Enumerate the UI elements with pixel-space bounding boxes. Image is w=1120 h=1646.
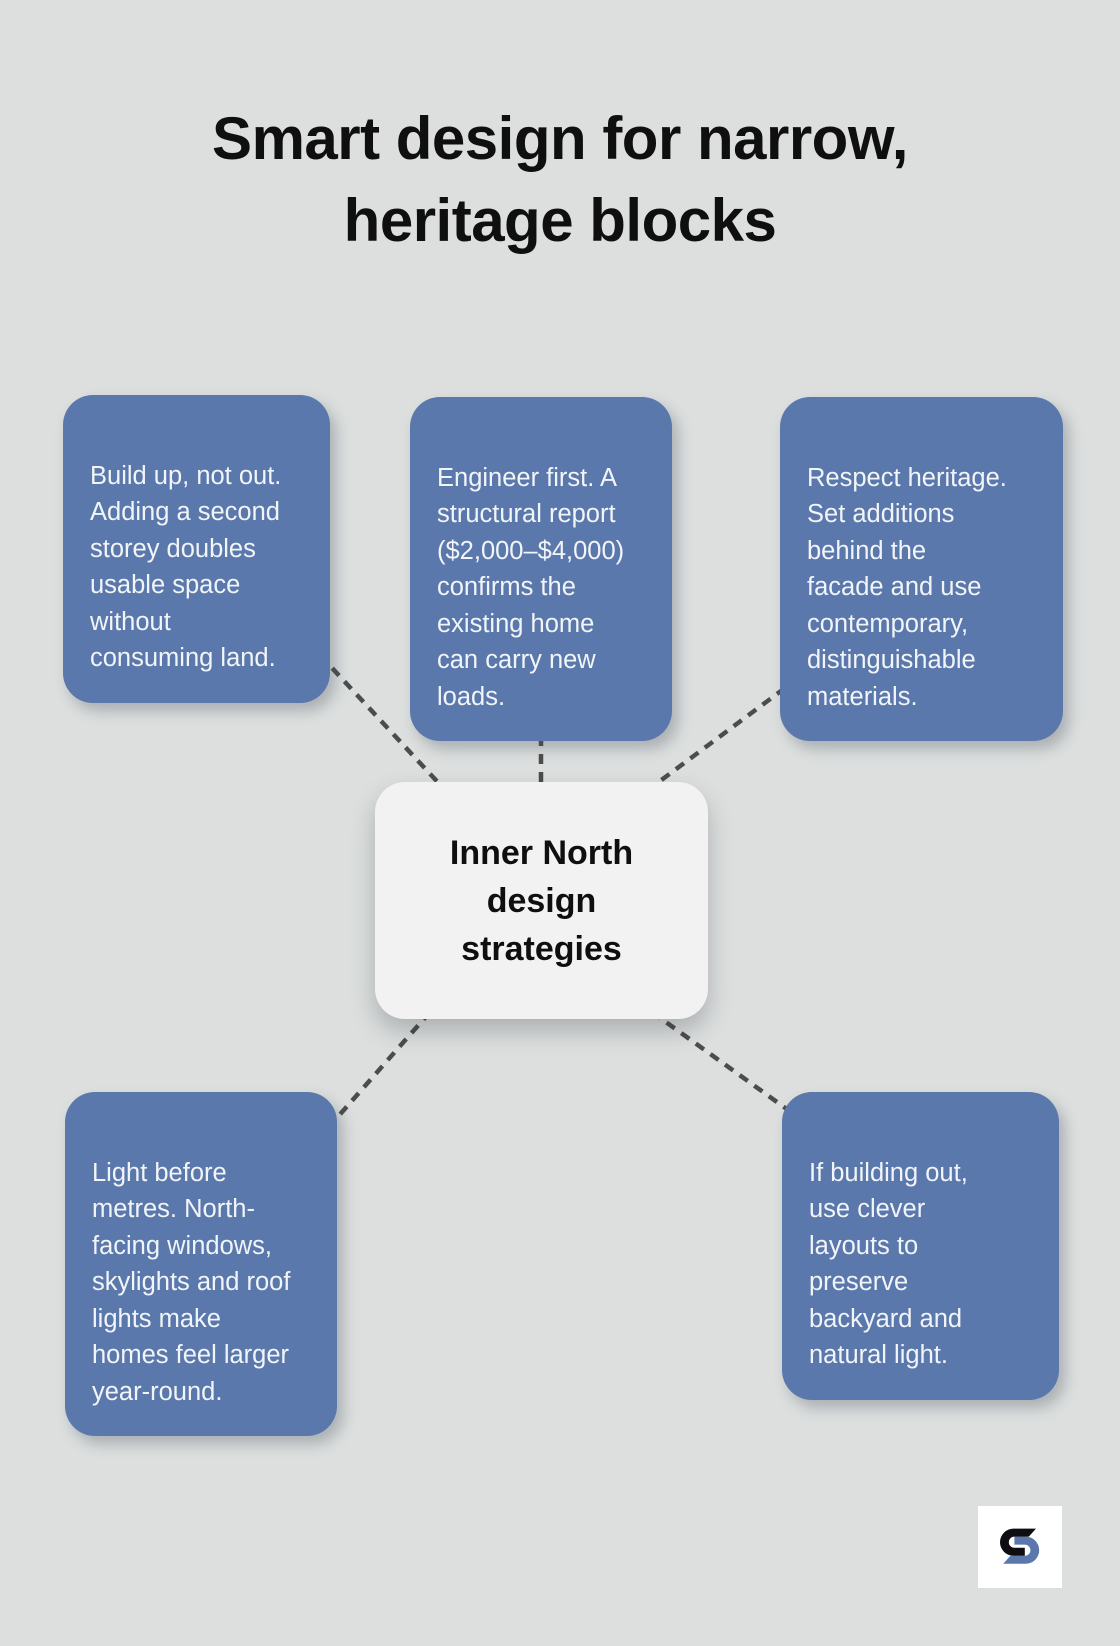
center-node: Inner North design strategies (375, 782, 708, 1019)
card-light-before-metres-text: Light before metres. North- facing windo… (92, 1158, 291, 1406)
card-if-building-out: If building out, use clever layouts to p… (782, 1092, 1059, 1400)
card-light-before-metres: Light before metres. North- facing windo… (65, 1092, 337, 1436)
brand-s-logo-icon (1000, 1528, 1040, 1564)
center-node-label: Inner North design strategies (449, 833, 634, 968)
page-title: Smart design for narrow, heritage blocks (212, 105, 908, 254)
card-engineer-first-text: Engineer first. A structural report ($2,… (437, 463, 625, 711)
connector-bottom-right (650, 1010, 797, 1117)
card-build-up: Build up, not out. Adding a second store… (63, 395, 330, 703)
card-build-up-text: Build up, not out. Adding a second store… (90, 461, 282, 673)
logo-badge (978, 1506, 1062, 1588)
card-respect-heritage-text: Respect heritage. Set additions behind t… (807, 463, 1007, 711)
connector-bottom-left (326, 1010, 432, 1130)
card-if-building-out-text: If building out, use clever layouts to p… (809, 1158, 968, 1370)
card-respect-heritage: Respect heritage. Set additions behind t… (780, 397, 1063, 741)
card-engineer-first: Engineer first. A structural report ($2,… (410, 397, 672, 741)
connector-top-left (318, 653, 447, 792)
